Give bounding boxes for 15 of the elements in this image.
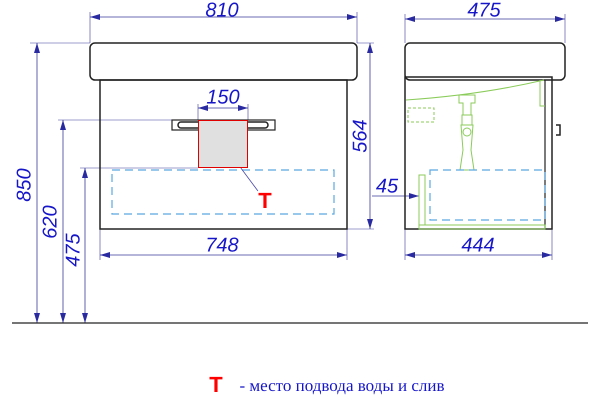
leader-line (240, 168, 258, 192)
dimension-label: 748 (205, 234, 239, 258)
dimension-label: 620 (40, 205, 62, 239)
dimension-label: 444 (461, 234, 495, 258)
dimension-label: 475 (467, 0, 501, 22)
dimension-label: 850 (14, 168, 36, 202)
dimension-label: 45 (376, 176, 398, 198)
dimension-label: 150 (206, 86, 240, 110)
dimension-label: 810 (205, 0, 239, 22)
marker-letter: T (209, 372, 223, 398)
dimension-label: 564 (350, 119, 372, 153)
marker-letter: T (257, 191, 273, 210)
legend-note: - место подвода воды и слив (240, 376, 444, 396)
dimension-label: 475 (62, 233, 86, 267)
connection-area (198, 120, 248, 168)
